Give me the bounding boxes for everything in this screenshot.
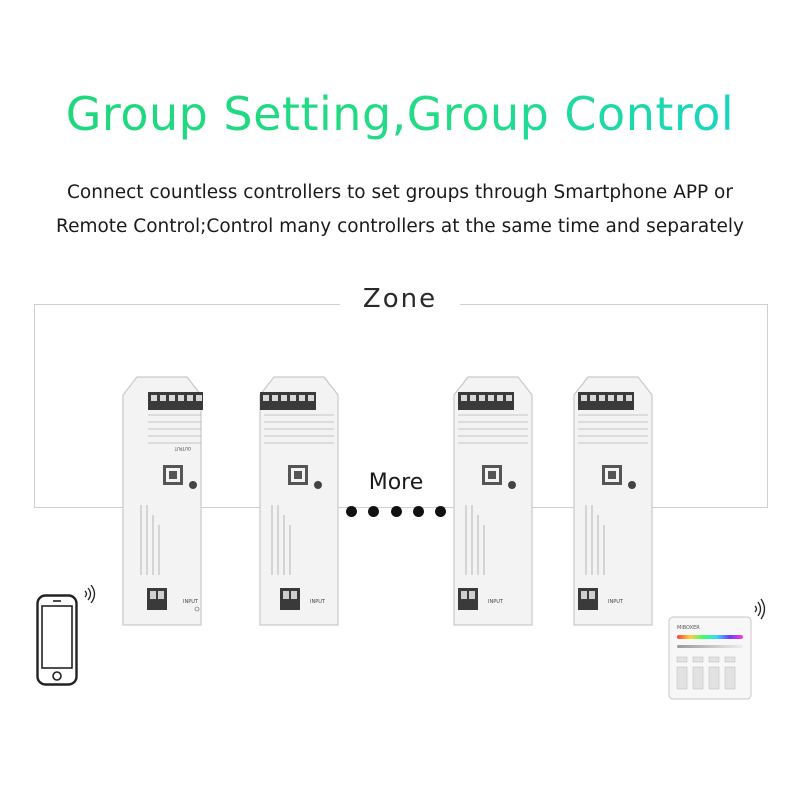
svg-text:INPUT: INPUT	[310, 599, 326, 605]
subtitle: Connect countless controllers to set gro…	[0, 176, 800, 244]
led-controller-icon: INPUT	[572, 375, 654, 627]
led-controller-icon: OUTPUT INPUT	[121, 375, 203, 627]
smartphone-icon	[36, 594, 78, 690]
wireless-signal-icon	[752, 598, 768, 624]
dot	[435, 506, 446, 517]
wireless-signal-icon	[82, 584, 98, 607]
zone-label: Zone	[340, 284, 460, 314]
dot	[390, 506, 402, 517]
wall-remote-icon: MiBOXER	[667, 615, 753, 705]
dot	[412, 506, 424, 517]
svg-text:INPUT: INPUT	[488, 599, 504, 605]
subtitle-line-1: Connect countless controllers to set gro…	[67, 182, 733, 203]
subtitle-line-2: Remote Control;Control many controllers …	[56, 216, 744, 237]
more-dots	[346, 506, 446, 517]
dot	[368, 506, 380, 517]
remote-brand: MiBOXER	[677, 625, 700, 631]
svg-text:INPUT: INPUT	[183, 599, 199, 605]
more-label: More	[368, 470, 424, 495]
dot	[346, 506, 357, 517]
led-controller-icon: INPUT	[258, 375, 340, 627]
svg-text:OUTPUT: OUTPUT	[174, 446, 191, 451]
page-title: Group Setting,Group Control	[65, 87, 735, 141]
led-controller-icon: INPUT	[452, 375, 534, 627]
svg-text:INPUT: INPUT	[608, 599, 624, 605]
